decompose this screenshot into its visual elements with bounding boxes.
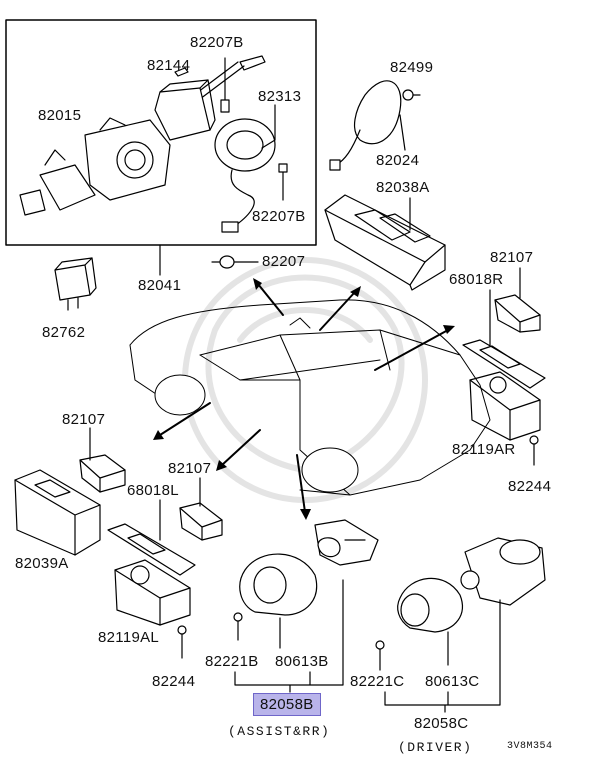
part-82107-right-switch	[494, 294, 541, 333]
part-82144-lever	[154, 55, 266, 141]
screw-82207B-mid	[278, 163, 288, 201]
part-80613B-boot	[239, 553, 318, 616]
leader-82313	[261, 104, 276, 149]
label-82024: 82024	[376, 152, 420, 169]
label-82207: 82207	[262, 253, 306, 270]
part-82024-bracket	[329, 80, 402, 171]
arrows	[159, 283, 449, 513]
part-82058C-switch	[460, 537, 546, 606]
steering-column-inset-box	[5, 19, 317, 246]
part-82015-switch	[19, 117, 171, 216]
part-82119AR-panel	[469, 371, 541, 441]
screw-82221B	[233, 612, 243, 641]
label-82107-center: 82107	[168, 460, 212, 477]
label-82038A: 82038A	[376, 179, 430, 196]
label-82144: 82144	[147, 57, 191, 74]
label-82244-right: 82244	[508, 478, 552, 495]
screw-82244-left	[177, 625, 187, 659]
bracket-82058C	[384, 599, 501, 713]
caption-driver: (DRIVER)	[398, 740, 473, 755]
label-82058C: 82058C	[414, 715, 469, 732]
diagram-code: 3V8M354	[507, 741, 553, 752]
label-82207B-top: 82207B	[190, 34, 244, 51]
label-82119AL: 82119AL	[98, 629, 160, 646]
part-82107-center-switch	[179, 502, 223, 541]
car-body	[129, 299, 491, 496]
label-82039A: 82039A	[15, 555, 69, 572]
part-82039A-panel	[14, 469, 101, 556]
screw-82207	[211, 255, 235, 269]
part-82119AL-panel	[114, 559, 191, 626]
label-80613C: 80613C	[425, 673, 480, 690]
part-68018R-bezel	[462, 339, 546, 389]
label-80613B: 80613B	[275, 653, 329, 670]
caption-assist-rr: (ASSIST&RR)	[228, 724, 331, 739]
label-82107-left: 82107	[62, 411, 106, 428]
label-82119AR: 82119AR	[452, 441, 516, 458]
label-82244-left: 82244	[152, 673, 196, 690]
label-82313: 82313	[258, 88, 302, 105]
part-82762-relay	[54, 257, 97, 311]
screw-82499	[402, 89, 421, 101]
arrowheads	[153, 278, 455, 520]
leader-82024	[399, 114, 406, 151]
label-82762: 82762	[42, 324, 86, 341]
part-82313-clockspring	[214, 118, 276, 233]
label-82041: 82041	[138, 277, 182, 294]
part-82107-left-switch	[79, 454, 126, 493]
label-82107-right: 82107	[490, 249, 534, 266]
label-82221B: 82221B	[205, 653, 259, 670]
screw-82221C	[375, 640, 385, 671]
label-82221C: 82221C	[350, 673, 405, 690]
part-68018L-bezel	[107, 523, 196, 576]
label-68018L: 68018L	[127, 482, 179, 499]
bracket-82058B	[234, 579, 344, 693]
label-82499: 82499	[390, 59, 434, 76]
label-82015: 82015	[38, 107, 82, 124]
part-82058B-switch	[314, 519, 379, 566]
label-82207B-mid: 82207B	[252, 208, 306, 225]
label-68018R: 68018R	[449, 271, 504, 288]
screw-82244-right	[529, 435, 539, 466]
part-80613C-boot	[397, 577, 463, 633]
part-82038A-master-switch	[324, 194, 446, 291]
screw-82207B-top	[220, 57, 230, 113]
label-82058B-highlighted: 82058B	[253, 693, 321, 716]
